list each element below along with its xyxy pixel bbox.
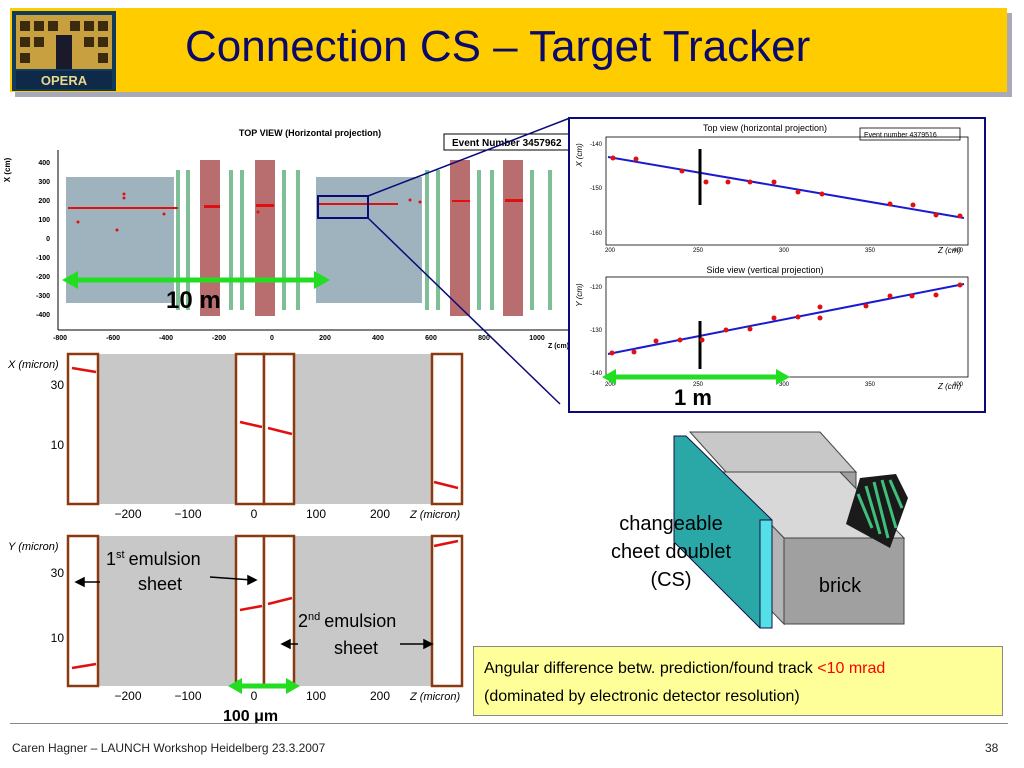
page-title: Connection CS – Target Tracker	[185, 22, 811, 71]
svg-text:−100: −100	[174, 507, 201, 521]
svg-text:600: 600	[425, 335, 437, 342]
svg-text:400: 400	[953, 248, 964, 254]
top-view-x-label: Z (cm)	[548, 343, 569, 350]
svg-text:100: 100	[306, 689, 326, 703]
footer-author: Caren Hagner – LAUNCH Workshop Heidelber…	[12, 741, 326, 755]
top-view-event-label: Event Number 3457962	[452, 138, 562, 149]
first-sheet-arrows	[74, 574, 258, 588]
svg-text:0: 0	[46, 236, 50, 243]
hundred-micron-scale-label: 100 μm	[223, 708, 278, 724]
opera-logo: OPERA	[12, 11, 116, 91]
svg-text:30: 30	[51, 566, 65, 580]
second-sheet-arrows	[280, 638, 434, 650]
svg-text:-200: -200	[212, 335, 226, 342]
svg-text:-600: -600	[106, 335, 120, 342]
hundred-micron-scale-arrow	[228, 678, 300, 694]
svg-text:350: 350	[865, 382, 876, 388]
svg-text:-800: -800	[53, 335, 67, 342]
cs-label: changeable cheet doublet (CS)	[610, 513, 732, 591]
svg-text:300: 300	[779, 382, 790, 388]
svg-text:100: 100	[306, 507, 326, 521]
inset-panel: Top view (horizontal projection) Event n…	[568, 117, 986, 413]
svg-text:300: 300	[38, 179, 50, 186]
top-view-plot: TOP VIEW (Horizontal projection) Event N…	[3, 128, 571, 350]
svg-text:-400: -400	[36, 312, 50, 319]
inset-event-label: Event number 4379516	[864, 132, 937, 139]
svg-text:400: 400	[38, 160, 50, 167]
svg-text:-100: -100	[36, 255, 50, 262]
svg-text:Z (cm): Z (cm)	[937, 246, 961, 255]
svg-text:-300: -300	[36, 293, 50, 300]
svg-text:800: 800	[478, 335, 490, 342]
brick-diagram	[673, 431, 908, 629]
svg-text:200: 200	[370, 689, 390, 703]
svg-text:200: 200	[38, 198, 50, 205]
inset-side-title: Side view (vertical projection)	[706, 265, 823, 275]
svg-text:400: 400	[372, 335, 384, 342]
svg-text:−200: −200	[114, 507, 141, 521]
svg-text:-400: -400	[159, 335, 173, 342]
emulsion-x-y-label: X (micron)	[7, 359, 59, 371]
logo-text: OPERA	[41, 73, 88, 88]
svg-text:-130: -130	[590, 328, 603, 334]
svg-text:Z (micron): Z (micron)	[409, 691, 460, 703]
svg-text:200: 200	[605, 382, 616, 388]
svg-text:100: 100	[38, 217, 50, 224]
svg-text:−200: −200	[114, 689, 141, 703]
svg-text:200: 200	[319, 335, 331, 342]
svg-text:−100: −100	[174, 689, 201, 703]
svg-text:-140: -140	[590, 142, 603, 148]
svg-text:10: 10	[51, 438, 65, 452]
svg-text:-150: -150	[590, 186, 603, 192]
svg-text:Y (cm): Y (cm)	[575, 283, 584, 307]
svg-text:200: 200	[605, 248, 616, 254]
svg-text:-120: -120	[590, 285, 603, 291]
ten-m-scale-label: 10 m	[166, 287, 221, 314]
svg-text:0: 0	[251, 689, 258, 703]
svg-text:400: 400	[953, 382, 964, 388]
svg-text:300: 300	[779, 248, 790, 254]
svg-text:1000: 1000	[529, 335, 545, 342]
info-box: Angular difference betw. prediction/foun…	[473, 646, 1003, 716]
svg-text:30: 30	[51, 378, 65, 392]
first-sheet-label-2: sheet	[138, 574, 182, 594]
svg-text:250: 250	[693, 382, 704, 388]
emulsion-x-plot: X (micron) 30 10 −200 −100 0 100 200 Z (…	[7, 352, 464, 521]
one-m-scale-arrow	[602, 369, 790, 385]
svg-text:X (cm): X (cm)	[575, 143, 584, 168]
footer-divider	[10, 723, 1008, 724]
svg-text:-140: -140	[590, 371, 603, 377]
page-number: 38	[985, 741, 999, 755]
emulsion-y-plot: Y (micron) 30 10 −200 −100 0 100 200 Z (…	[8, 534, 464, 724]
svg-text:0: 0	[270, 335, 274, 342]
top-view-title: TOP VIEW (Horizontal projection)	[239, 128, 381, 138]
svg-text:350: 350	[865, 248, 876, 254]
inset-top-title: Top view (horizontal projection)	[703, 123, 827, 133]
top-view-y-label: X (cm)	[3, 157, 12, 182]
svg-text:Z (micron): Z (micron)	[409, 509, 460, 521]
svg-text:200: 200	[370, 507, 390, 521]
brick-label: brick	[818, 575, 862, 597]
svg-text:250: 250	[693, 248, 704, 254]
ten-m-scale-arrow	[62, 271, 330, 289]
svg-text:-160: -160	[590, 231, 603, 237]
svg-text:0: 0	[251, 507, 258, 521]
emulsion-y-y-label: Y (micron)	[8, 541, 59, 553]
svg-text:-200: -200	[36, 274, 50, 281]
title-bar	[10, 8, 1007, 92]
second-sheet-label-2: sheet	[334, 638, 378, 658]
svg-text:Z (cm): Z (cm)	[937, 382, 961, 391]
svg-text:10: 10	[51, 631, 65, 645]
one-m-scale-label: 1 m	[674, 385, 712, 410]
